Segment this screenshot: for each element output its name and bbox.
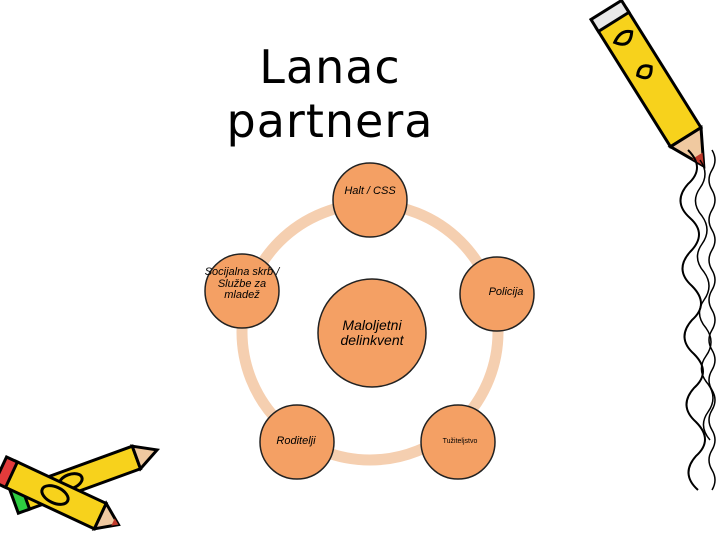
pencil-icon [591,0,719,175]
